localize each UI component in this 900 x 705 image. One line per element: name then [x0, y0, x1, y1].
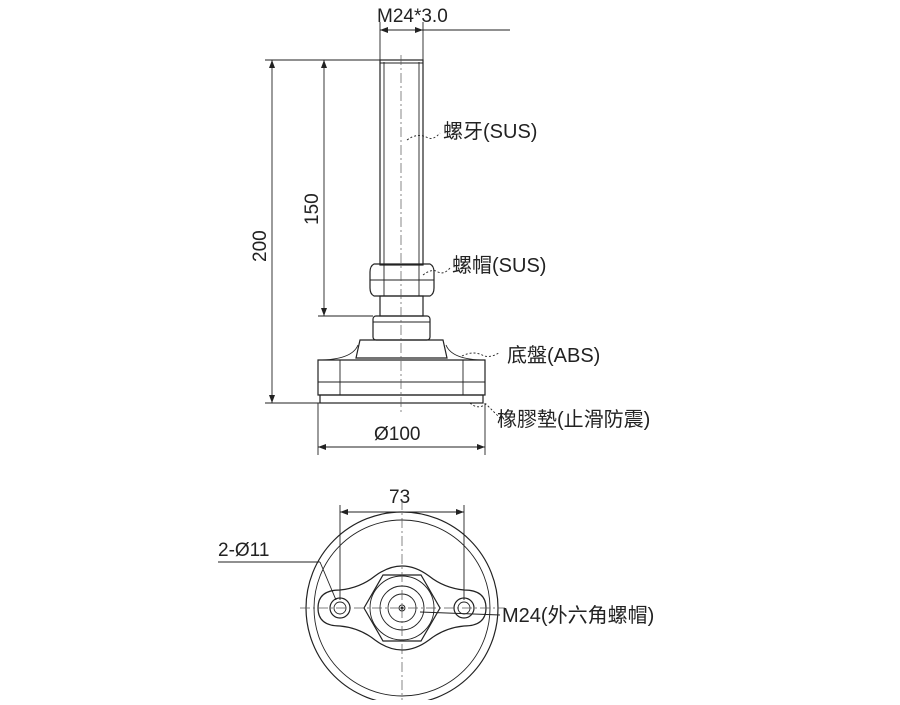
nut-callout: M24(外六角螺帽) — [419, 604, 654, 627]
base-boss — [372, 315, 431, 341]
total-height-dimension: 200 — [250, 59, 380, 404]
base-diameter-label: Ø100 — [374, 424, 420, 445]
rod-lower — [379, 295, 424, 317]
thread-spec-label: M24*3.0 — [377, 6, 448, 27]
nut-label: 螺帽(SUS) — [452, 254, 546, 277]
screw-label: 螺牙(SUS) — [443, 120, 537, 143]
threaded-rod — [379, 59, 424, 266]
mounting-lug — [317, 565, 487, 651]
hole-spacing-label: 73 — [389, 487, 410, 508]
thread-length-dimension: 150 — [302, 60, 373, 317]
thread-length-label: 150 — [302, 193, 323, 225]
base-plate — [317, 339, 486, 396]
holes-callout: 2-Ø11 — [218, 540, 337, 601]
thread-spec-dimension: M24*3.0 — [377, 6, 510, 60]
part-callouts: 螺牙(SUS) 螺帽(SUS) 底盤(ABS) 橡膠墊(止滑防震) — [406, 120, 650, 431]
bottom-view: 73 2-Ø11 — [218, 487, 654, 705]
pad-label: 橡膠墊(止滑防震) — [497, 408, 650, 431]
base-diameter-dimension: Ø100 — [317, 403, 486, 455]
bottom-nut-label: M24(外六角螺帽) — [502, 604, 654, 627]
holes-label: 2-Ø11 — [218, 540, 269, 561]
base-label: 底盤(ABS) — [507, 344, 600, 367]
hex-nut-side — [369, 263, 435, 297]
side-view: M24*3.0 — [250, 6, 650, 455]
rubber-pad — [319, 394, 484, 404]
total-height-label: 200 — [250, 230, 271, 262]
